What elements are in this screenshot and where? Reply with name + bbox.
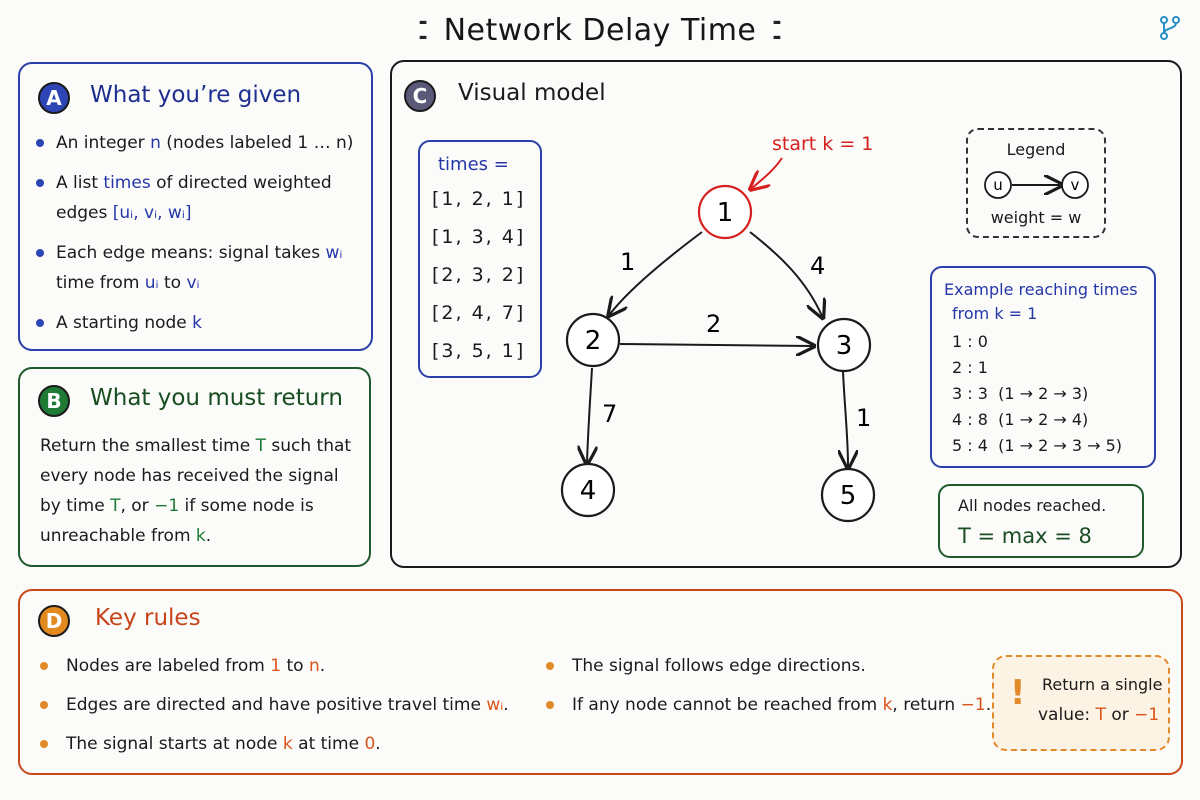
legend-title: Legend bbox=[1006, 140, 1066, 159]
reach-row: 1 : 0 bbox=[952, 332, 988, 351]
legend-v: v bbox=[1071, 176, 1080, 194]
graph-diagram: start k = 1 1 4 2 7 1 1 2 3 4 bbox=[560, 133, 876, 523]
node-label: 4 bbox=[580, 476, 597, 506]
panel-return: B What you must return Return the smalle… bbox=[18, 367, 371, 567]
panel-key-rules-title: Key rules bbox=[95, 605, 201, 631]
legend-weight: weight = w bbox=[990, 208, 1082, 227]
panel-given: A What you’re given An integer n (nodes … bbox=[18, 62, 373, 351]
reach-row: 5 : 4 (1 → 2 → 3 → 5) bbox=[952, 436, 1123, 455]
node-5: 5 bbox=[820, 467, 876, 523]
times-list-box: times = [1, 2, 1] [1, 3, 4] [2, 3, 2] [2… bbox=[418, 140, 542, 378]
times-row: [1, 2, 1] bbox=[432, 188, 526, 210]
rules-list-left: Nodes are labeled from 1 to n. Edges are… bbox=[40, 651, 509, 768]
panel-visual-model-title: Visual model bbox=[458, 80, 606, 106]
edge-2-3 bbox=[619, 344, 812, 346]
reach-row: 4 : 8 (1 → 2 → 4) bbox=[952, 410, 1089, 429]
title-right-decoration: -- bbox=[772, 9, 782, 50]
rules-list-right: The signal follows edge directions. If a… bbox=[546, 651, 991, 729]
node-label: 5 bbox=[840, 481, 857, 511]
reaching-times-box: Example reaching times from k = 1 1 : 0 … bbox=[930, 266, 1156, 468]
title-left-decoration: -- bbox=[418, 9, 428, 50]
badge-c: C bbox=[404, 80, 436, 112]
panel-visual-model: C Visual model times = [1, 2, 1] [1, 3, … bbox=[390, 60, 1182, 568]
times-row: [3, 5, 1] bbox=[432, 340, 526, 362]
rule-item: Edges are directed and have positive tra… bbox=[40, 690, 509, 729]
result-text: All nodes reached. bbox=[958, 496, 1107, 515]
result-value: T = max = 8 bbox=[958, 524, 1092, 548]
given-item-edge-meaning: Each edge means: signal takes wᵢ time fr… bbox=[36, 238, 366, 298]
node-label: 3 bbox=[836, 331, 853, 361]
legend-box: Legend u v weight = w bbox=[966, 128, 1106, 238]
panel-return-title: What you must return bbox=[90, 385, 343, 411]
badge-b: B bbox=[38, 385, 70, 417]
node-1: 1 bbox=[697, 184, 753, 240]
legend-diagram: u v bbox=[984, 171, 1089, 199]
given-item-times: A list times of directed weighted edges … bbox=[36, 168, 366, 228]
reach-row: 2 : 1 bbox=[952, 358, 988, 377]
edge-3-5 bbox=[843, 371, 848, 466]
edge-2-4 bbox=[587, 367, 592, 462]
given-list: An integer n (nodes labeled 1 … n) A lis… bbox=[36, 128, 366, 348]
badge-d: D bbox=[38, 605, 70, 637]
start-label: start k = 1 bbox=[772, 133, 873, 155]
edge-weight: 4 bbox=[810, 252, 825, 280]
node-4: 4 bbox=[560, 462, 616, 518]
times-row: [2, 3, 2] bbox=[432, 264, 526, 286]
edge-weight: 1 bbox=[856, 404, 871, 432]
node-3: 3 bbox=[816, 317, 872, 373]
return-description: Return the smallest time T such that eve… bbox=[40, 436, 352, 546]
panel-key-rules: D Key rules Nodes are labeled from 1 to … bbox=[18, 589, 1183, 775]
rule-item: The signal starts at node k at time 0. bbox=[40, 729, 509, 768]
legend-u: u bbox=[993, 176, 1003, 194]
note-line-2: value: T or −1 bbox=[1038, 705, 1160, 725]
edge-weight: 1 bbox=[620, 248, 635, 276]
return-note-box: ! Return a single value: T or −1 bbox=[992, 655, 1170, 751]
reaching-times-subtitle: from k = 1 bbox=[952, 304, 1038, 323]
times-row: [2, 4, 7] bbox=[432, 302, 526, 324]
given-item-k: A starting node k bbox=[36, 308, 366, 338]
times-row: [1, 3, 4] bbox=[432, 226, 526, 248]
node-label: 2 bbox=[585, 326, 602, 356]
note-line-1: Return a single bbox=[1042, 675, 1163, 694]
badge-a: A bbox=[38, 82, 70, 114]
page-title-bar: -- Network Delay Time -- bbox=[0, 8, 1200, 52]
page-title: Network Delay Time bbox=[443, 12, 757, 48]
edge-weight: 2 bbox=[706, 310, 721, 338]
warning-icon: ! bbox=[1010, 673, 1026, 713]
edge-weight: 7 bbox=[602, 400, 617, 428]
given-item-n: An integer n (nodes labeled 1 … n) bbox=[36, 128, 366, 158]
node-label: 1 bbox=[717, 198, 734, 228]
result-box: All nodes reached. T = max = 8 bbox=[938, 484, 1144, 558]
reaching-times-title: Example reaching times bbox=[944, 280, 1138, 299]
panel-given-title: What you’re given bbox=[90, 82, 302, 108]
rule-item: If any node cannot be reached from k, re… bbox=[546, 690, 991, 729]
branch-icon[interactable] bbox=[1156, 14, 1184, 42]
reach-row: 3 : 3 (1 → 2 → 3) bbox=[952, 384, 1089, 403]
rule-item: Nodes are labeled from 1 to n. bbox=[40, 651, 509, 690]
edge-1-3 bbox=[749, 231, 822, 316]
times-label: times = bbox=[438, 154, 509, 175]
node-2: 2 bbox=[565, 312, 621, 368]
start-arrow bbox=[752, 157, 783, 188]
edge-1-2 bbox=[610, 231, 703, 314]
rule-item: The signal follows edge directions. bbox=[546, 651, 991, 690]
